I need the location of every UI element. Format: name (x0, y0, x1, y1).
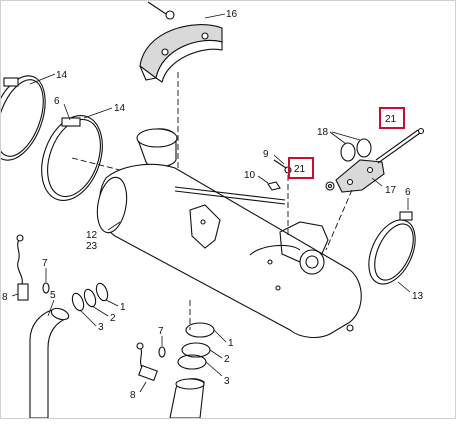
gaskets-center[interactable] (177, 322, 215, 370)
callout-5: 5 (50, 290, 56, 301)
callout-14-upper: 14 (56, 70, 68, 81)
callout-21-right: 21 (385, 114, 397, 125)
long-bolt-21[interactable] (375, 127, 425, 164)
callout-6-right: 6 (405, 187, 411, 198)
header-pipe-center[interactable] (169, 378, 205, 419)
callout-10: 10 (244, 170, 256, 181)
muffler-12[interactable] (93, 128, 362, 339)
clamp-13[interactable] (360, 211, 425, 291)
gasket-7b[interactable] (158, 346, 166, 358)
callout-3-left: 3 (98, 322, 104, 333)
callout-18: 18 (317, 127, 329, 138)
callout-21-left: 21 (294, 164, 306, 175)
callout-3-center: 3 (224, 376, 230, 387)
callout-23: 23 (86, 241, 98, 252)
guide-line-clamp (71, 157, 121, 171)
highlight-box-21-right (379, 107, 405, 129)
highlight-box-21-left (288, 157, 314, 179)
o2-sensor-8b[interactable] (136, 342, 158, 382)
washer-21[interactable] (325, 181, 335, 191)
callout-16: 16 (226, 9, 238, 20)
callout-7-center: 7 (158, 326, 164, 337)
nut-10[interactable] (267, 181, 281, 191)
gaskets-left[interactable] (70, 282, 110, 312)
callout-8-left: 8 (2, 292, 8, 303)
callout-6-left: 6 (54, 96, 60, 107)
callout-9: 9 (263, 149, 269, 160)
gasket-7a[interactable] (42, 282, 50, 294)
guide-line-17 (325, 189, 353, 251)
callout-13: 13 (412, 291, 424, 302)
bolt-top (147, 1, 175, 20)
callout-14-lower: 14 (114, 103, 126, 114)
clamp-upper-left[interactable] (0, 68, 56, 167)
callout-2-center: 2 (224, 354, 230, 365)
callout-12: 12 (86, 230, 98, 241)
o2-sensor-8a[interactable] (16, 234, 29, 301)
callout-1-center: 1 (228, 338, 234, 349)
isolators-18[interactable] (340, 138, 372, 162)
callout-8-center: 8 (130, 390, 136, 401)
sensor-port[interactable] (249, 221, 354, 332)
header-pipe-left[interactable] (29, 306, 70, 419)
callout-2-left: 2 (110, 313, 116, 324)
heat-shield-16[interactable] (139, 24, 223, 83)
bracket-17[interactable] (335, 159, 385, 193)
callout-7-left: 7 (42, 258, 48, 269)
callout-17: 17 (385, 185, 397, 196)
callout-1-left: 1 (120, 302, 126, 313)
